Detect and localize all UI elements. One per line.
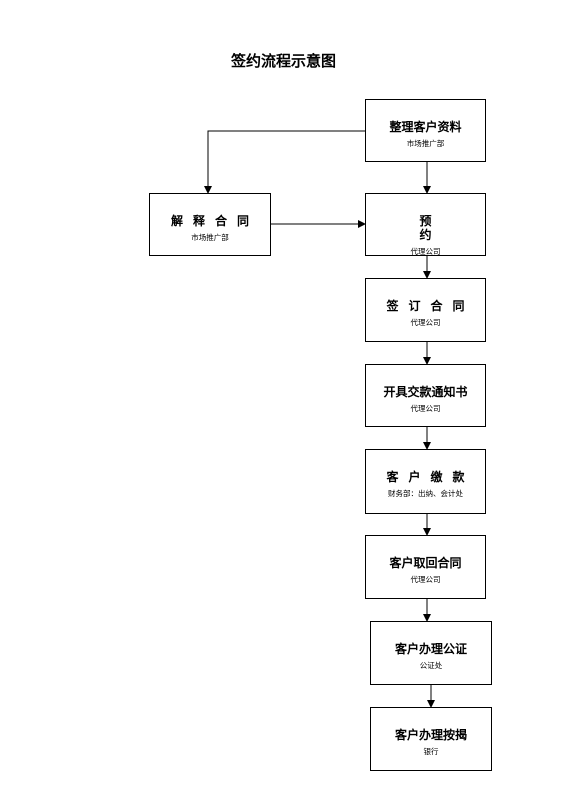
node-label: 解释合同 (170, 214, 259, 228)
node-label: 开具交款通知书 (383, 385, 468, 399)
node-explain-contract: 解释合同 市场推广部 (149, 193, 271, 256)
node-department: 代理公司 (410, 404, 441, 413)
node-label: 整理客户资料 (389, 120, 462, 134)
node-department: 代理公司 (410, 575, 441, 584)
node-reserve: 预约 代理公司 (365, 193, 486, 256)
node-label: 客户办理公证 (394, 642, 467, 656)
node-mortgage: 客户办理按揭 银行 (370, 707, 492, 771)
diagram-title: 签约流程示意图 (230, 52, 336, 70)
node-label: 客户办理按揭 (394, 728, 467, 742)
arrow-organize-to-explain (204, 130, 365, 194)
node-label: 签订合同 (386, 299, 475, 313)
node-retrieve-contract: 客户取回合同 代理公司 (365, 535, 486, 599)
node-label: 客户取回合同 (389, 556, 462, 570)
node-department: 公证处 (419, 661, 443, 670)
node-client-payment: 客户缴款 财务部：出纳、会计处 (365, 449, 486, 514)
node-department: 代理公司 (410, 247, 441, 256)
node-organize-client-info: 整理客户资料 市场推广部 (365, 99, 486, 162)
node-department: 市场推广部 (191, 233, 229, 242)
node-department: 市场推广部 (406, 139, 445, 148)
node-department: 代理公司 (410, 318, 441, 327)
node-department: 银行 (423, 747, 439, 756)
node-department: 财务部：出纳、会计处 (388, 489, 463, 498)
node-label: 预约 (419, 214, 490, 242)
node-payment-notice: 开具交款通知书 代理公司 (365, 364, 486, 427)
node-label: 客户缴款 (386, 470, 475, 484)
node-sign-contract: 签订合同 代理公司 (365, 278, 486, 342)
node-notarization: 客户办理公证 公证处 (370, 621, 492, 685)
